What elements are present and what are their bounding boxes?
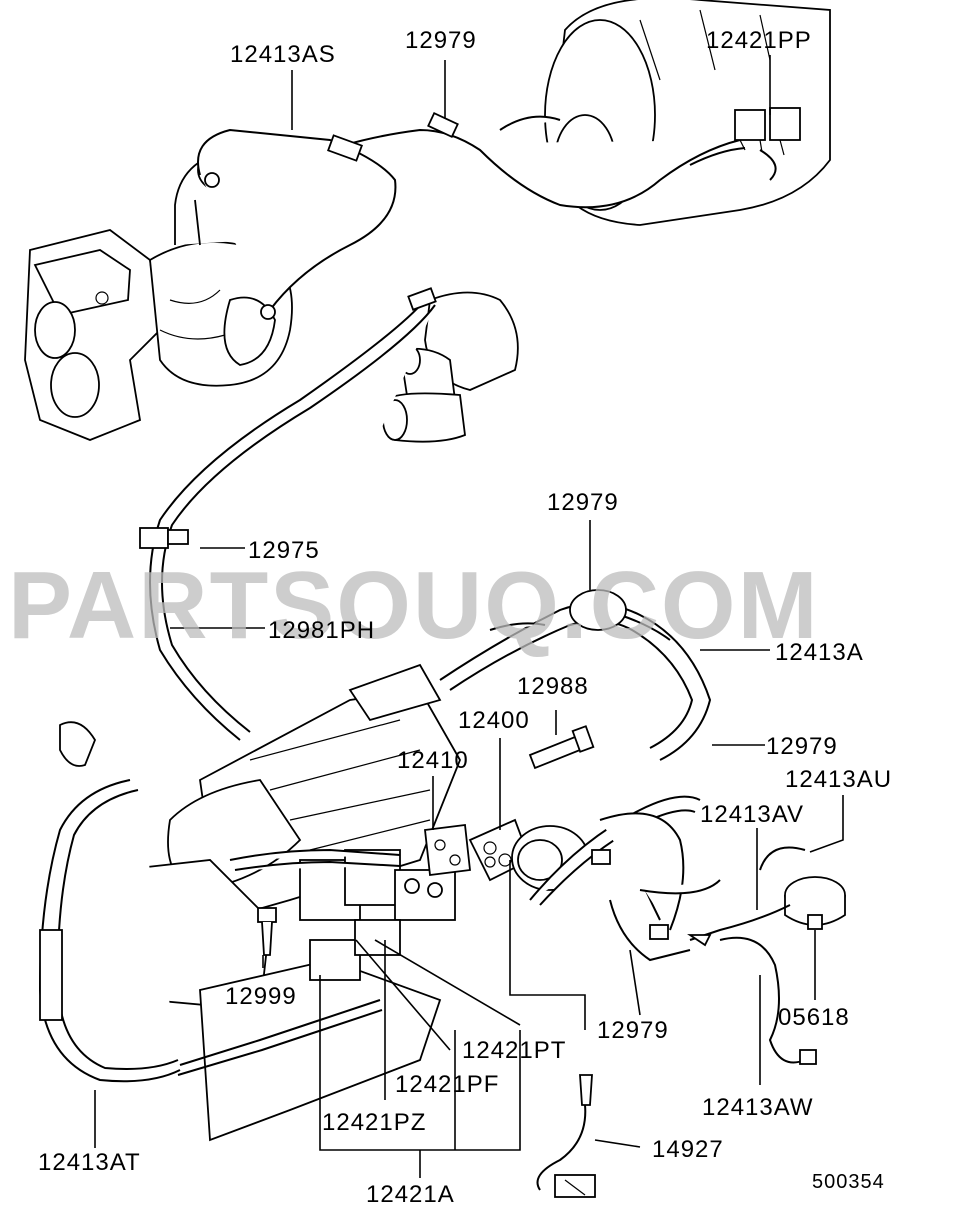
label-12413AW[interactable]: 12413AW	[702, 1094, 814, 1121]
label-05618[interactable]: 05618	[778, 1004, 850, 1031]
solenoid-valve-assembly	[229, 848, 456, 981]
label-12421A[interactable]: 12421A	[366, 1181, 455, 1208]
label-12421PF[interactable]: 12421PF	[395, 1071, 499, 1098]
bolt-12999	[257, 907, 277, 956]
label-12999[interactable]: 12999	[225, 983, 297, 1010]
label-12413AS[interactable]: 12413AS	[230, 41, 336, 68]
hose-12413AV-AW	[687, 904, 817, 1065]
label-12400[interactable]: 12400	[458, 707, 530, 734]
harness-right-branch	[529, 795, 721, 962]
label-12981PH[interactable]: 12981PH	[268, 617, 375, 644]
leader-lines	[94, 55, 844, 1178]
bracket-12410	[424, 823, 471, 877]
label-12421PT[interactable]: 12421PT	[462, 1037, 566, 1064]
label-12410[interactable]: 12410	[397, 747, 469, 774]
label-12413AV[interactable]: 12413AV	[700, 801, 804, 828]
label-12979-lower[interactable]: 12979	[597, 1017, 669, 1044]
label-14927[interactable]: 14927	[652, 1136, 724, 1163]
bolt-12988	[528, 725, 595, 770]
hose-12413A	[439, 589, 712, 761]
diagram-code: 500354	[812, 1171, 885, 1193]
hose-12981PH	[139, 287, 437, 741]
label-12413AT[interactable]: 12413AT	[38, 1149, 141, 1176]
watermark-text: PARTSOUQ.COM	[8, 552, 820, 659]
part-labels: 12413AS 12979 12421PP 12979 12975 12981P…	[38, 27, 892, 1208]
label-12979-right[interactable]: 12979	[766, 733, 838, 760]
label-12979-top[interactable]: 12979	[405, 27, 477, 54]
label-12421PP[interactable]: 12421PP	[706, 27, 812, 54]
hose-12413AS	[197, 111, 741, 320]
sensor-14927	[536, 1074, 596, 1198]
label-12988[interactable]: 12988	[517, 673, 589, 700]
label-12421PZ[interactable]: 12421PZ	[322, 1109, 426, 1136]
vacuum-canister-05618	[759, 846, 846, 930]
label-12975[interactable]: 12975	[248, 537, 320, 564]
label-12413A[interactable]: 12413A	[775, 639, 864, 666]
connector-12421PP	[689, 107, 801, 181]
harness-12413AT	[38, 779, 383, 1083]
label-12413AU[interactable]: 12413AU	[785, 766, 892, 793]
label-12979-mid[interactable]: 12979	[547, 489, 619, 516]
